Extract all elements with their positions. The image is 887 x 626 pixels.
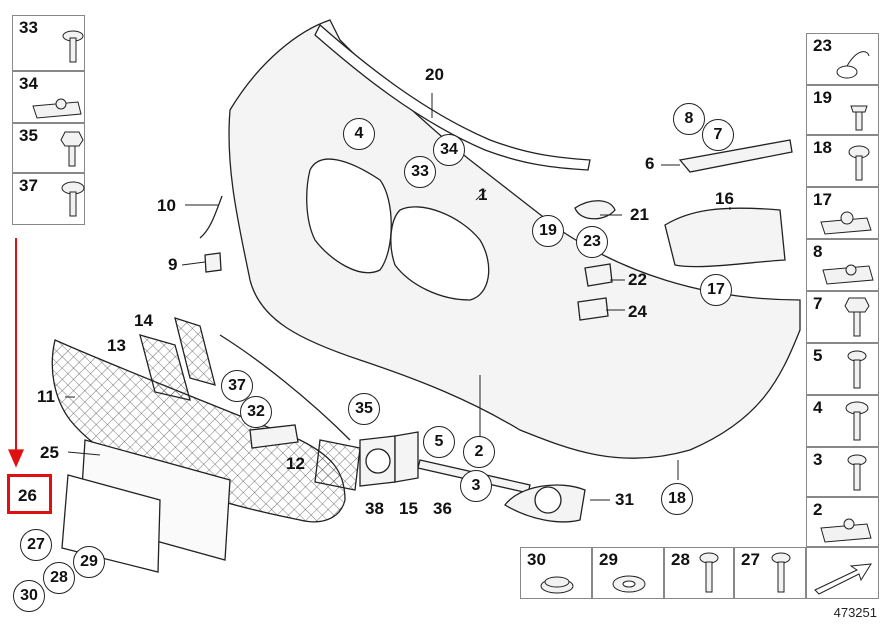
screw-icon [771, 552, 791, 593]
left-cell-35[interactable]: 35 [12, 123, 85, 173]
spring-clip-icon [836, 51, 870, 79]
callout-30[interactable]: 30 [13, 580, 45, 612]
left-cell-33[interactable]: 33 [12, 15, 85, 71]
screw-icon [61, 181, 85, 217]
screw-icon [848, 145, 870, 181]
callout-17[interactable]: 17 [700, 274, 732, 306]
callout-20[interactable]: 20 [425, 65, 444, 84]
cover-21 [574, 200, 616, 220]
grille-12 [314, 439, 361, 491]
grommet-icon [540, 576, 574, 594]
callout-27[interactable]: 27 [20, 529, 52, 561]
callout-16[interactable]: 16 [715, 189, 734, 208]
callout-12[interactable]: 12 [286, 454, 305, 473]
screw-icon [699, 552, 719, 593]
callout-35[interactable]: 35 [348, 393, 380, 425]
right-cell-4[interactable]: 4 [806, 395, 879, 447]
callout-8[interactable]: 8 [673, 103, 705, 135]
callout-37[interactable]: 37 [221, 370, 253, 402]
right-cell-arrow [806, 547, 879, 599]
callout-22[interactable]: 22 [628, 270, 647, 289]
callout-2[interactable]: 2 [463, 436, 495, 468]
duct [664, 207, 786, 268]
upper-strip [314, 23, 591, 171]
hex-bolt-icon [60, 131, 84, 167]
grille-14 [174, 317, 216, 386]
diagram-id: 473251 [833, 605, 877, 620]
callout-23[interactable]: 23 [576, 226, 608, 258]
hex-bolt-icon [844, 297, 870, 337]
callout-11[interactable]: 11 [37, 387, 55, 406]
bracket-6 [678, 139, 793, 173]
callout-15[interactable]: 15 [399, 499, 418, 518]
callout-18[interactable]: 18 [661, 483, 693, 515]
callout-38[interactable]: 38 [365, 499, 384, 518]
callout-19[interactable]: 19 [532, 215, 564, 247]
callout-3[interactable]: 3 [460, 470, 492, 502]
clip-nut-icon [822, 264, 874, 285]
callout-7[interactable]: 7 [702, 119, 734, 151]
callout-29[interactable]: 29 [73, 546, 105, 578]
callout-10[interactable]: 10 [157, 196, 176, 215]
callout-33[interactable]: 33 [404, 156, 436, 188]
callout-9[interactable]: 9 [168, 255, 178, 274]
highlight-box-26[interactable]: 26 [7, 474, 52, 514]
rivet-icon [850, 105, 868, 131]
right-cell-8[interactable]: 8 [806, 239, 879, 291]
right-cell-17[interactable]: 17 [806, 187, 879, 239]
grille-13 [139, 334, 191, 401]
right-cell-19[interactable]: 19 [806, 85, 879, 135]
screw-icon [847, 454, 867, 491]
lower-grille [51, 339, 346, 523]
callout-6[interactable]: 6 [645, 154, 655, 173]
right-cell-3[interactable]: 3 [806, 447, 879, 497]
washer-icon [612, 575, 646, 593]
callout-31[interactable]: 31 [615, 490, 634, 509]
clip-nut-icon [820, 211, 872, 235]
bottom-cell-27[interactable]: 27 [734, 547, 806, 599]
screw-icon [847, 350, 867, 389]
callout-34[interactable]: 34 [433, 134, 465, 166]
right-cell-2[interactable]: 2 [806, 497, 879, 547]
callout-13[interactable]: 13 [107, 336, 126, 355]
left-cell-37[interactable]: 37 [12, 173, 85, 225]
bottom-cell-29[interactable]: 29 [592, 547, 664, 599]
callout-21[interactable]: 21 [630, 205, 649, 224]
screw-icon [845, 401, 869, 441]
direction-arrow-icon [814, 563, 872, 595]
callout-24[interactable]: 24 [628, 302, 647, 321]
left-cell-34[interactable]: 34 [12, 71, 85, 123]
callout-4[interactable]: 4 [343, 118, 375, 150]
trim-37 [219, 334, 351, 441]
clip-nut-icon [820, 518, 872, 543]
callout-5[interactable]: 5 [423, 426, 455, 458]
callout-28[interactable]: 28 [43, 562, 75, 594]
callout-32[interactable]: 32 [240, 396, 272, 428]
bracket-32 [249, 424, 299, 449]
callout-26: 26 [18, 486, 37, 505]
grille-left [306, 158, 392, 274]
bottom-cell-30[interactable]: 30 [520, 547, 592, 599]
right-cell-5[interactable]: 5 [806, 343, 879, 395]
callout-25[interactable]: 25 [40, 443, 59, 462]
right-cell-18[interactable]: 18 [806, 135, 879, 187]
right-cell-23[interactable]: 23 [806, 33, 879, 85]
callout-1[interactable]: 1 [478, 185, 488, 204]
bottom-cell-28[interactable]: 28 [664, 547, 734, 599]
screw-icon [62, 30, 84, 63]
callout-14[interactable]: 14 [134, 311, 153, 330]
clip-nut-icon [32, 98, 82, 119]
grille-right [390, 206, 490, 301]
right-cell-7[interactable]: 7 [806, 291, 879, 343]
callout-36[interactable]: 36 [433, 499, 452, 518]
trim-15 [394, 431, 419, 483]
